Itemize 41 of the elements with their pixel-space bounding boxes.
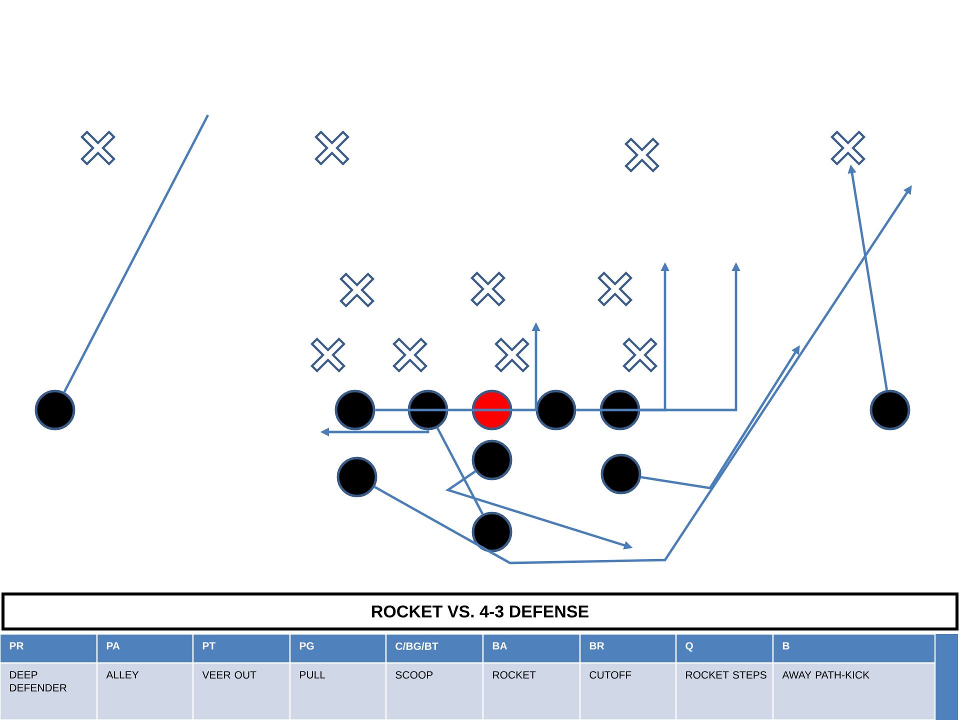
- player-circle: [334, 390, 376, 430]
- player-circle: [34, 390, 76, 430]
- table-header-cell: B: [772, 633, 958, 664]
- table-cell: ALLEY: [96, 662, 194, 720]
- table-header-cell: PT: [192, 633, 291, 664]
- table-header-cell: BR: [579, 633, 677, 664]
- table-cell: CUTOFF: [579, 662, 677, 720]
- player-circle: [472, 390, 512, 430]
- player-circle: [870, 390, 910, 430]
- defender-x: [80, 130, 116, 166]
- table-header-cell: BA: [482, 633, 581, 664]
- table-cell: VEER OUT: [192, 662, 291, 720]
- player-circle: [408, 390, 448, 430]
- player-circle: [472, 440, 512, 480]
- title-bar: ROCKET VS. 4-3 DEFENSE: [2, 592, 959, 630]
- table-header-cell: C/BG/BT: [385, 633, 484, 664]
- table-header-cell: PR: [0, 633, 98, 664]
- player-circle: [600, 454, 642, 494]
- table-cell: ROCKET STEPS: [675, 662, 774, 720]
- table-header-cell: Q: [675, 633, 774, 664]
- table-header-cell: PA: [96, 633, 194, 664]
- defender-x: [494, 337, 530, 373]
- defender-x: [830, 130, 866, 166]
- defender-x: [310, 337, 346, 373]
- player-circle: [336, 456, 378, 498]
- table-header-cell: PG: [289, 633, 387, 664]
- table-cell: SCOOP: [385, 662, 484, 720]
- defender-x: [597, 271, 633, 307]
- table-cell: ROCKET: [482, 662, 581, 720]
- player-circle: [472, 512, 512, 552]
- defender-x: [314, 130, 350, 166]
- player-circle: [536, 390, 576, 430]
- table-cell: AWAY PATH-KICK: [772, 662, 958, 720]
- table-cell: DEEP DEFENDER: [0, 662, 98, 720]
- defender-x: [624, 137, 660, 173]
- defender-x: [392, 337, 428, 373]
- table-cell: PULL: [289, 662, 387, 720]
- defender-x: [622, 337, 658, 373]
- defender-x: [339, 272, 375, 308]
- defender-x: [470, 271, 506, 307]
- player-circle: [600, 390, 640, 430]
